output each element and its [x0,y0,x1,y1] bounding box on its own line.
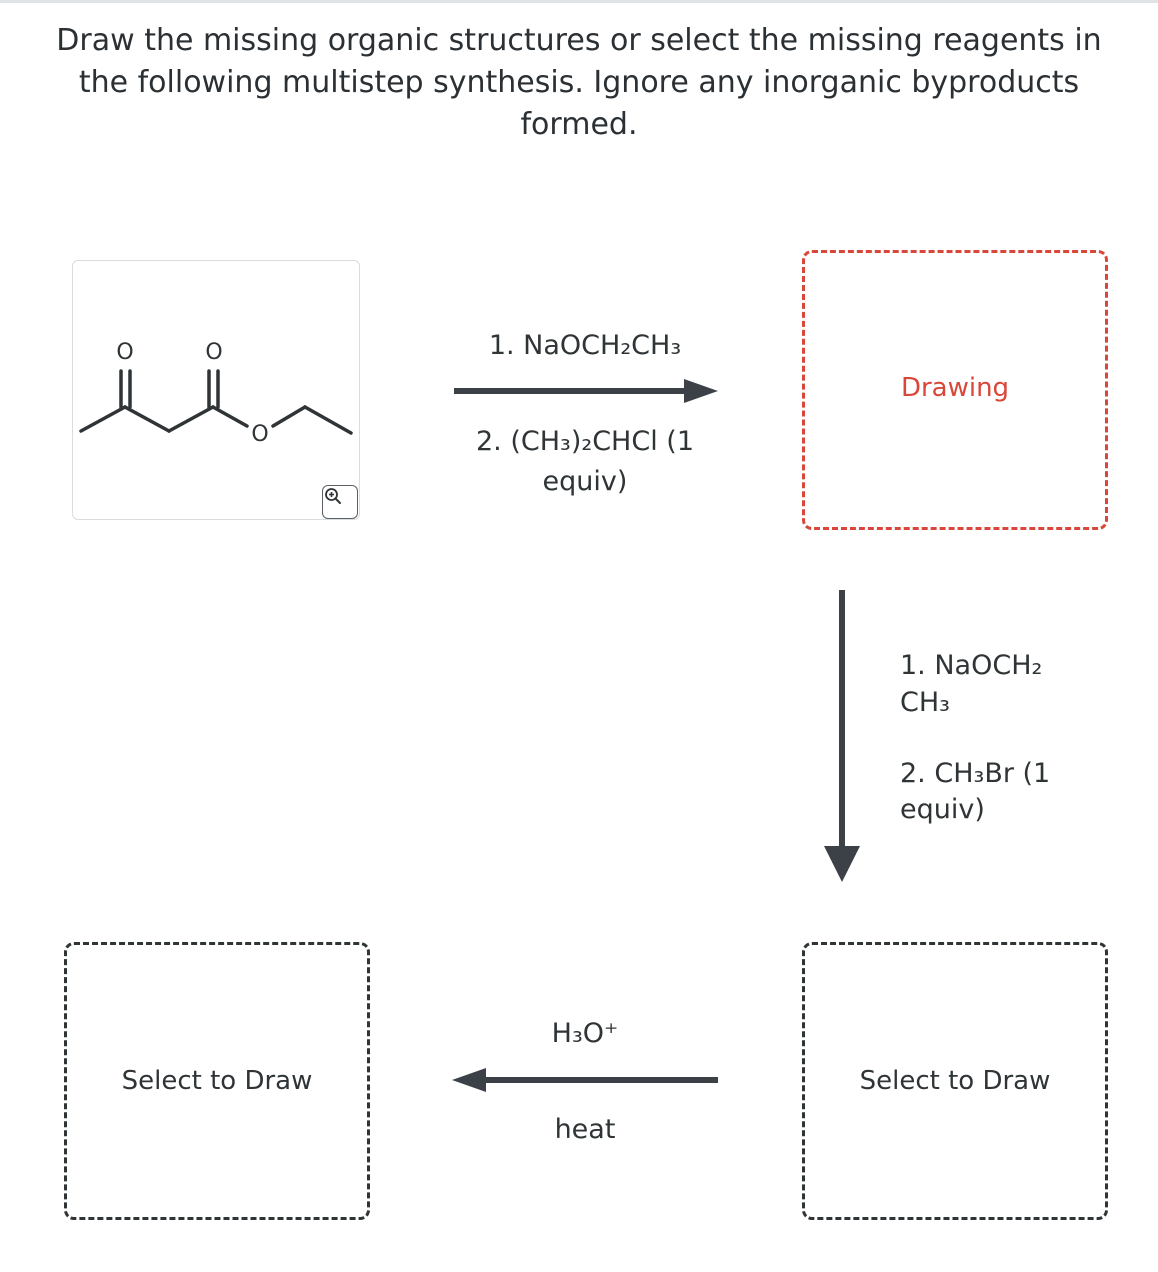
step2-reagent-2[interactable]: 2. CH₃Br (1 [900,758,1051,789]
zoom-in-icon [325,488,341,504]
bond [303,405,353,435]
question-instructions: Draw the missing organic structures or s… [56,23,1102,142]
step3-reagent-acid[interactable]: H₃O⁺ [551,1018,619,1049]
select-to-draw-label: Select to Draw [859,1066,1051,1096]
intermediate2-drawing-box[interactable]: Select to Draw [802,942,1108,1220]
intermediate1-drawing-box[interactable]: Drawing [802,250,1108,530]
drawing-label: Drawing [900,372,1010,403]
reaction-arrow-down [824,590,860,882]
step3-reagent-heat[interactable]: heat [554,1114,616,1145]
bond [211,405,249,428]
bond [79,405,127,433]
atom-label-oxygen: O [205,340,222,365]
step2-reagent-2-cont[interactable]: equiv) [900,794,985,825]
top-divider [0,0,1158,3]
reaction-arrow-left [452,1068,718,1092]
reaction-arrow-right [454,379,718,403]
step2-reagent-1[interactable]: 1. NaOCH₂ [900,650,1043,681]
step1-reagent-2-cont[interactable]: equiv) [542,466,628,497]
bond [167,405,215,433]
starting-material-box: O O O [72,260,360,520]
step1-reagent-2[interactable]: 2. (CH₃)₂CHCl (1 [475,426,695,457]
product-drawing-box[interactable]: Select to Draw [64,942,370,1220]
atom-label-oxygen: O [116,340,133,365]
bond [271,405,307,428]
step2-reagent-1-cont[interactable]: CH₃ [900,687,950,718]
bond [123,405,171,433]
starting-material-structure: O O O [79,340,353,447]
atom-label-oxygen: O [251,422,268,447]
zoom-button[interactable] [322,485,358,519]
step1-reagent-1[interactable]: 1. NaOCH₂CH₃ [488,330,682,361]
select-to-draw-label: Select to Draw [121,1066,313,1096]
